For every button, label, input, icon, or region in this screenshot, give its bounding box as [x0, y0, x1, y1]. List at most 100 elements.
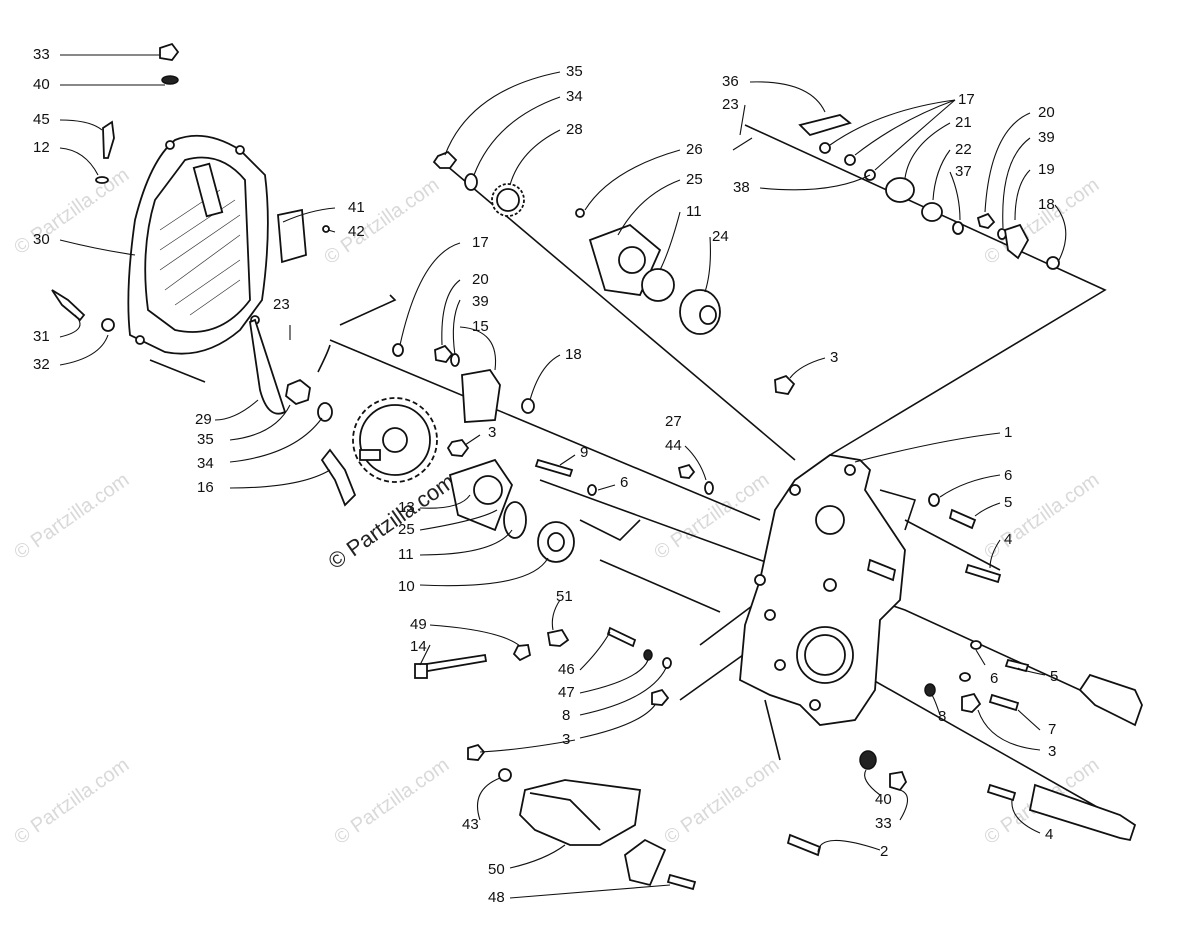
nut-small	[446, 439, 470, 457]
callout: 33	[875, 815, 892, 832]
callout-labels: 33 40 45 12 30 31 32 29 35 34 16 23 41 4…	[33, 46, 1058, 906]
idler-cluster-right	[732, 114, 1060, 270]
callout: 45	[33, 111, 50, 128]
callout: 20	[472, 271, 489, 288]
callout: 46	[558, 661, 575, 678]
watermark-text: © Partzilla.com	[980, 174, 1103, 269]
callout: 43	[462, 816, 479, 833]
callout: 23	[722, 96, 739, 113]
watermark-text: © Partzilla.com	[320, 174, 443, 269]
callout: 14	[410, 638, 427, 655]
callout: 12	[33, 139, 50, 156]
callout: 16	[197, 479, 214, 496]
callout: 1	[1004, 424, 1012, 441]
callout: 4	[1045, 826, 1053, 843]
cover-bolt	[51, 289, 115, 332]
callout: 15	[472, 318, 489, 335]
callout: 35	[566, 63, 583, 80]
callout: 6	[620, 474, 628, 491]
main-gear-case	[739, 454, 906, 726]
upper-case-bolt	[534, 458, 597, 496]
callout: 28	[566, 121, 583, 138]
output-shafts	[1028, 673, 1143, 842]
callout: 3	[1048, 743, 1056, 760]
callout: 8	[938, 708, 946, 725]
upper-bearing-assembly	[575, 208, 721, 335]
callout: 10	[398, 578, 415, 595]
watermark-text: © Partzilla.com	[10, 164, 133, 259]
mount-bracket-assembly	[467, 743, 697, 891]
callout: 41	[348, 199, 365, 216]
callout: 34	[566, 88, 583, 105]
idler-cluster-left	[392, 343, 535, 423]
callout: 50	[488, 861, 505, 878]
callout: 21	[955, 114, 972, 131]
callout: 3	[488, 424, 496, 441]
callout: 24	[712, 228, 729, 245]
callout: 11	[398, 546, 414, 563]
callout: 48	[488, 889, 505, 906]
callout: 30	[33, 231, 50, 248]
tensioner-spring	[249, 294, 397, 415]
chain-case-cover	[127, 134, 269, 355]
callout: 39	[472, 293, 489, 310]
callout: 3	[830, 349, 838, 366]
watermark-text: © Partzilla.com	[10, 754, 133, 849]
callout: 49	[410, 616, 427, 633]
callout: 18	[565, 346, 582, 363]
callout: 25	[686, 171, 703, 188]
callout: 22	[955, 141, 972, 158]
inspection-plate	[277, 208, 330, 264]
callout: 13	[398, 499, 415, 516]
callout: 38	[733, 179, 750, 196]
callout: 47	[558, 684, 575, 701]
callout: 27	[665, 413, 682, 430]
callout: 23	[273, 296, 290, 313]
drive-chain	[320, 448, 357, 507]
callout: 25	[398, 521, 415, 538]
left-nut-washer	[285, 378, 333, 422]
callout: 20	[1038, 104, 1055, 121]
callout: 35	[197, 431, 214, 448]
callout: 34	[197, 455, 214, 472]
callout: 18	[1038, 196, 1055, 213]
watermark-text: © Partzilla.com	[660, 754, 783, 849]
callout: 37	[955, 163, 972, 180]
callout: 3	[562, 731, 570, 748]
callout: 9	[580, 444, 588, 461]
callout: 19	[1038, 161, 1055, 178]
callout: 2	[880, 843, 888, 860]
callout: 40	[33, 76, 50, 93]
bearing-flange-lower	[448, 458, 514, 532]
lower-sprocket	[352, 397, 438, 483]
callout: 26	[686, 141, 703, 158]
callout: 17	[958, 91, 975, 108]
lower-left-fasteners	[414, 626, 672, 706]
callout: 8	[562, 707, 570, 724]
fill-plug	[95, 42, 180, 184]
callout: 4	[1004, 531, 1012, 548]
callout: 11	[686, 203, 702, 220]
lower-bearing	[503, 501, 575, 563]
callout: 33	[33, 46, 50, 63]
callout: 51	[556, 588, 573, 605]
callout: 7	[1048, 721, 1056, 738]
watermark-text: © Partzilla.com	[980, 469, 1103, 564]
watermark-text: © Partzilla.com	[10, 469, 133, 564]
upper-sprocket	[432, 150, 525, 217]
watermark-text: © Partzilla.com	[330, 754, 453, 849]
callout: 6	[990, 670, 998, 687]
callout: 44	[665, 437, 682, 454]
callout: 32	[33, 356, 50, 373]
callout: 36	[722, 73, 739, 90]
callout: 31	[33, 328, 50, 345]
callout: 42	[348, 223, 365, 240]
callout: 5	[1004, 494, 1012, 511]
callout: 5	[1050, 668, 1058, 685]
upper-mid-fasteners	[677, 374, 796, 495]
callout: 17	[472, 234, 489, 251]
callout: 40	[875, 791, 892, 808]
callout: 29	[195, 411, 212, 428]
callout: 39	[1038, 129, 1055, 146]
